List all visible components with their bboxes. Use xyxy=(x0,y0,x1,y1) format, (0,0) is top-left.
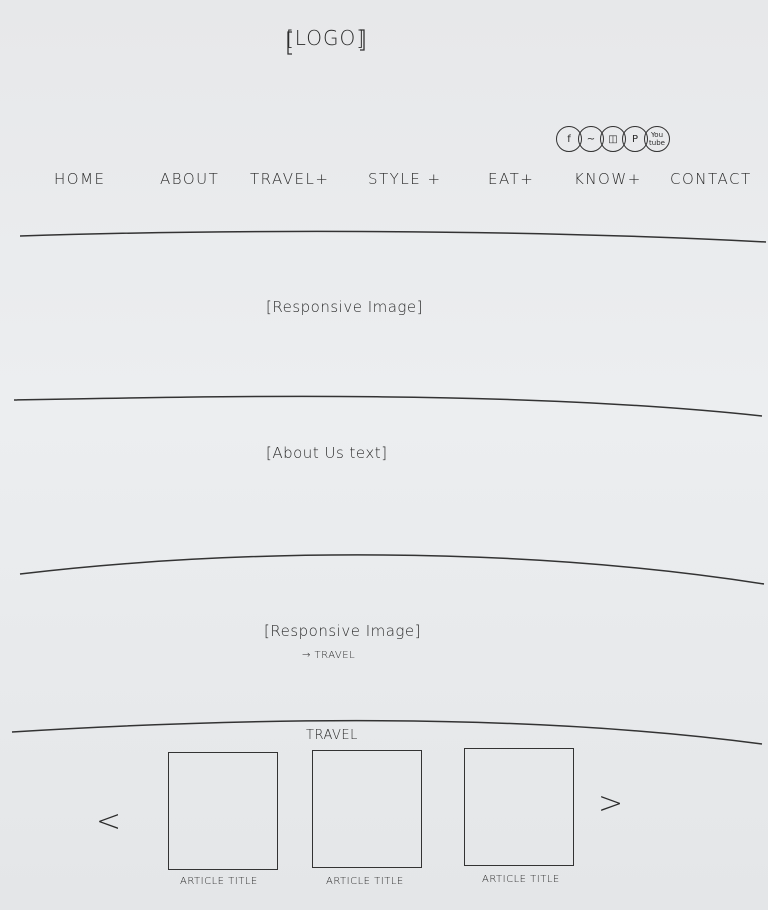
article-title-3[interactable]: ARTICLE TITLE xyxy=(482,874,560,885)
youtube-icon[interactable]: You tube xyxy=(644,126,670,152)
article-title-2[interactable]: ARTICLE TITLE xyxy=(326,876,404,887)
nav-travel[interactable]: TRAVEL+ xyxy=(250,170,330,188)
article-card-3[interactable] xyxy=(464,748,574,866)
carousel-next-arrow[interactable]: > xyxy=(598,786,625,821)
divider-nav xyxy=(19,230,767,243)
carousel-prev-arrow[interactable]: < xyxy=(96,804,123,839)
travel-image-note: → TRAVEL xyxy=(302,650,356,661)
article-card-2[interactable] xyxy=(312,750,422,868)
nav-about[interactable]: ABOUT xyxy=(160,170,220,188)
logo-bracket-right xyxy=(360,29,365,51)
travel-image-placeholder: [Responsive Image] xyxy=(264,622,422,640)
article-card-1[interactable] xyxy=(168,752,278,870)
nav-contact[interactable]: CONTACT xyxy=(670,170,752,188)
nav-eat[interactable]: EAT+ xyxy=(488,170,535,188)
article-title-1[interactable]: ARTICLE TITLE xyxy=(180,876,258,887)
divider-about xyxy=(19,554,765,585)
nav-know[interactable]: KNOW+ xyxy=(574,170,642,188)
main-nav: HOME ABOUT TRAVEL+ STYLE + EAT+ KNOW+ CO… xyxy=(54,170,754,194)
nav-style[interactable]: STYLE + xyxy=(368,170,442,188)
travel-heading: TRAVEL xyxy=(306,728,358,743)
divider-hero xyxy=(13,395,763,417)
hero-image-placeholder: [Responsive Image] xyxy=(266,298,424,316)
site-logo[interactable]: [LOGO] xyxy=(286,26,366,50)
divider-travel xyxy=(11,719,763,745)
nav-home[interactable]: HOME xyxy=(54,170,106,188)
social-links: f ~ ◫ P You tube xyxy=(556,126,670,152)
logo-bracket-left xyxy=(287,31,292,55)
about-text-placeholder: [About Us text] xyxy=(266,444,388,462)
